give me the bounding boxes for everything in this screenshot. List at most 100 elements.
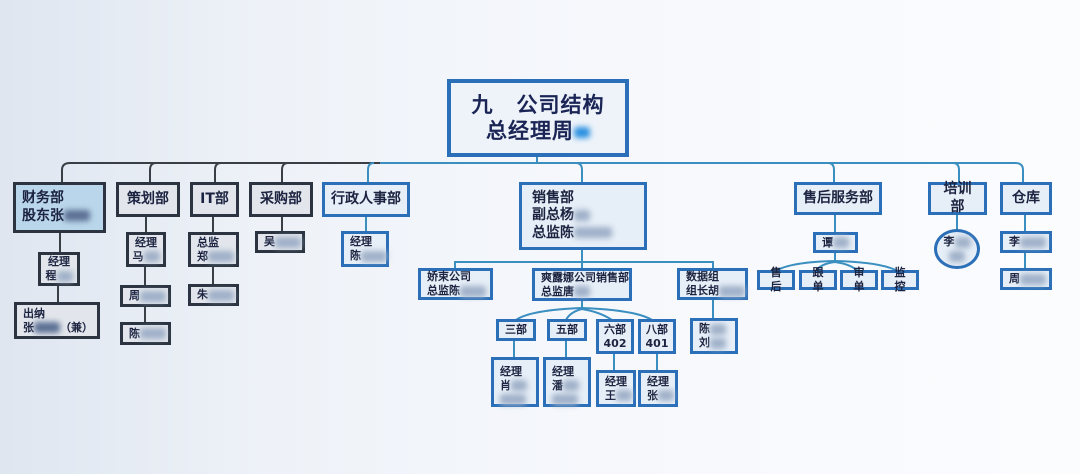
role: 经理	[552, 365, 574, 378]
redacted-name	[574, 126, 590, 138]
dept-purchasing: 采购部	[249, 182, 313, 217]
team-order-review: 审单	[840, 266, 878, 293]
planning-manager: 经理 马	[126, 232, 166, 267]
surname: 朱	[197, 288, 208, 302]
surname: 王	[605, 388, 616, 402]
role: 经理	[135, 235, 157, 249]
dept-name: 培训部	[943, 181, 972, 215]
team-name: 三部	[505, 323, 527, 337]
surname: 肖	[500, 378, 511, 392]
team-name: 跟单	[812, 266, 824, 293]
redacted-name	[1020, 273, 1046, 285]
dept-planning: 策划部	[116, 182, 180, 217]
dept-training: 培训部	[928, 181, 987, 215]
dept-finance: 财务部 股东张	[13, 182, 106, 233]
redacted-name	[56, 270, 73, 282]
redacted-name	[552, 394, 578, 405]
team-monitoring: 监控	[881, 266, 919, 293]
role: 经理	[350, 235, 372, 249]
redacted-name	[710, 337, 726, 349]
surname: 李	[1009, 235, 1020, 249]
role: 经理	[500, 365, 522, 378]
redacted-name	[140, 290, 166, 302]
finance-cashier: 出纳 张（兼）	[14, 302, 100, 339]
role: 经理	[647, 374, 669, 388]
team-name: 售后	[770, 266, 782, 293]
redacted-name	[1020, 236, 1046, 248]
team-8-manager: 经理 张	[638, 370, 678, 407]
surname: 周	[1009, 272, 1020, 286]
role: 经理	[605, 374, 627, 388]
team-name: 审单	[853, 266, 865, 293]
training-lead: 李	[934, 229, 980, 269]
surname: 张	[23, 320, 34, 334]
dept-name: 财务部	[22, 190, 64, 206]
dept-name: 仓库	[1012, 189, 1040, 206]
redacted-name	[954, 236, 971, 248]
redacted-name	[64, 210, 90, 221]
vice-president: 副总杨	[532, 207, 574, 224]
surname: 陈	[129, 326, 140, 340]
general-manager: 总经理周	[486, 119, 574, 143]
planning-member-2: 陈	[120, 322, 171, 345]
team-6-manager: 经理 王	[596, 370, 636, 407]
redacted-name	[949, 250, 965, 262]
team-name: 八部	[646, 322, 668, 336]
dept-admin-hr: 行政人事部	[322, 182, 410, 217]
dept-name: IT部	[200, 190, 229, 207]
subunit-data-team: 数据组 组长胡	[677, 268, 748, 300]
role: 总监	[197, 235, 219, 249]
surname: 潘	[552, 378, 563, 392]
redacted-name	[511, 380, 527, 392]
it-member: 朱	[188, 284, 239, 306]
dept-after-sales: 售后服务部	[794, 182, 882, 215]
role: 经理	[48, 255, 70, 269]
dept-name: 行政人事部	[331, 190, 401, 207]
subunit-name: 爽露娜公司销售部	[541, 270, 629, 284]
subunit-name: 娇束公司	[427, 270, 471, 284]
purchasing-member: 吴	[255, 231, 305, 253]
dept-name: 策划部	[127, 190, 169, 207]
team-3-manager: 经理 肖	[491, 357, 539, 407]
surname: 周	[129, 289, 140, 303]
surname: 陈	[350, 249, 361, 262]
after-sales-lead: 谭	[813, 232, 858, 253]
surname: 马	[132, 249, 144, 263]
surname: 谭	[822, 235, 833, 249]
concurrent-note: （兼）	[60, 320, 93, 334]
subunit-jiaoshu: 娇束公司 总监陈	[418, 268, 493, 300]
redacted-name	[208, 251, 234, 262]
surname: 陈	[699, 322, 710, 336]
surname: 郑	[197, 249, 208, 263]
redacted-name	[361, 250, 387, 262]
redacted-name	[719, 285, 745, 297]
redacted-name	[143, 251, 160, 262]
company-title: 九 公司结构	[471, 92, 605, 117]
redacted-name	[275, 236, 301, 248]
redacted-name	[460, 285, 486, 297]
planning-member-1: 周	[120, 285, 171, 307]
redacted-name	[500, 394, 526, 405]
surname: 李	[943, 235, 955, 249]
redacted-name	[616, 390, 632, 401]
surname: 刘	[699, 336, 710, 349]
subunit-head: 总监唐	[541, 284, 574, 298]
warehouse-member-1: 李	[1000, 231, 1052, 253]
subunit-name: 数据组	[686, 270, 719, 284]
redacted-name	[563, 380, 579, 392]
team-5-manager: 经理 潘	[543, 357, 591, 407]
subunit-head: 总监陈	[427, 284, 460, 297]
surname: 张	[647, 388, 658, 402]
redacted-name	[574, 209, 590, 221]
subunit-shuanglu-sales: 爽露娜公司销售部 总监唐	[532, 268, 632, 301]
team-order-follow: 跟单	[799, 266, 837, 293]
redacted-name	[574, 227, 612, 239]
team-name: 六部	[604, 322, 626, 336]
redacted-name	[574, 286, 590, 297]
warehouse-member-2: 周	[1000, 268, 1052, 290]
team-name: 五部	[556, 323, 578, 337]
team-name: 监控	[894, 266, 906, 293]
redacted-name	[208, 289, 234, 301]
dept-it: IT部	[190, 182, 239, 217]
